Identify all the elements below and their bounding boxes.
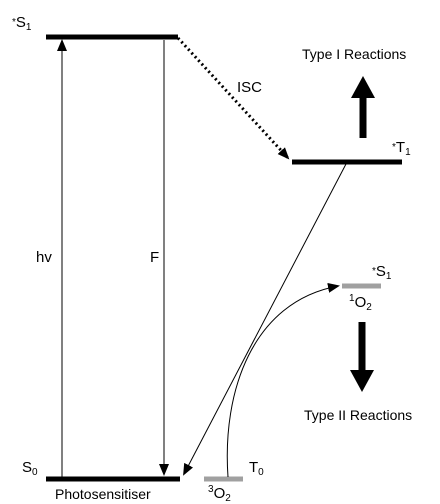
t1-decay-arrow [183, 163, 347, 476]
t1-label: *T1 [392, 139, 411, 158]
hv-label: hv [36, 249, 52, 266]
isc-label: ISC [237, 79, 262, 96]
singlet-oxygen-label: 1O2 [349, 293, 372, 313]
type2-reactions-label: Type II Reactions [304, 407, 412, 423]
isc-arrow [176, 36, 290, 160]
photosensitiser-label: Photosensitiser [55, 486, 151, 502]
type2-arrow-head [350, 370, 374, 392]
f-label: F [150, 249, 159, 266]
type1-arrow-head [351, 76, 375, 98]
s0-label: S0 [22, 459, 38, 478]
s1-label: *S1 [12, 14, 32, 33]
energy-transfer-curve [226, 282, 340, 478]
oxygen-s1-label: *S1 [372, 263, 392, 282]
triplet-oxygen-label: 3O2 [208, 484, 231, 504]
type1-reactions-label: Type I Reactions [302, 46, 406, 62]
t0-label: T0 [249, 459, 264, 478]
